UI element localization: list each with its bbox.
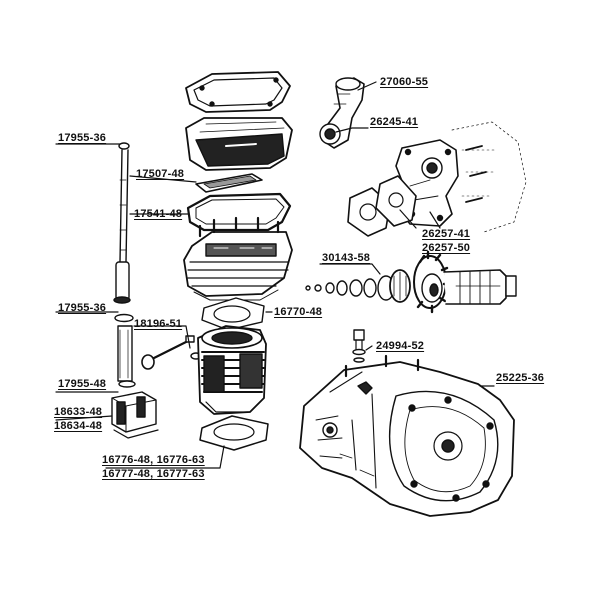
intake-manifold — [319, 77, 365, 149]
valve — [141, 335, 202, 370]
label-18633-48: 18633-48 — [54, 406, 103, 418]
label-25225-36: 25225-36 — [496, 372, 545, 384]
label-24994-52: 24994-52 — [376, 340, 425, 352]
label-26257-41: 26257-41 — [422, 228, 471, 240]
cylinder-barrel — [197, 325, 267, 415]
label-16770-48: 16770-48 — [274, 306, 323, 318]
label-17507-48: 17507-48 — [136, 168, 185, 180]
pushrod-assembly — [111, 142, 159, 439]
head-base-gasket — [201, 297, 265, 331]
label-26257-50: 26257-50 — [422, 242, 471, 254]
camshaft-assembly — [305, 250, 517, 314]
label-17541-48: 17541-48 — [134, 208, 183, 220]
leader-lines — [55, 81, 495, 469]
label-30143-58: 30143-58 — [322, 252, 371, 264]
label-18196-51: 18196-51 — [134, 318, 183, 330]
cover-gaskets — [347, 175, 417, 237]
label-17955-48: 17955-48 — [58, 378, 107, 390]
label-17955-36-mid: 17955-36 — [58, 302, 107, 314]
label-27060-55: 27060-55 — [380, 76, 429, 88]
top-gasket — [185, 71, 291, 113]
rocker-cover — [185, 117, 293, 171]
cylinder-head — [183, 216, 293, 301]
label-17955-36-top: 17955-36 — [58, 132, 107, 144]
label-18634-48: 18634-48 — [54, 420, 103, 432]
plug — [352, 329, 366, 363]
gear-case-cover — [395, 121, 527, 233]
label-16777: 16777-48, 16777-63 — [102, 468, 205, 480]
crankcase — [299, 354, 515, 517]
head-gasket-ring — [186, 192, 292, 232]
cylinder-base-gasket — [199, 415, 269, 451]
label-16776: 16776-48, 16776-63 — [102, 454, 205, 466]
label-26245-41: 26245-41 — [370, 116, 419, 128]
mesh-gasket — [195, 173, 263, 193]
